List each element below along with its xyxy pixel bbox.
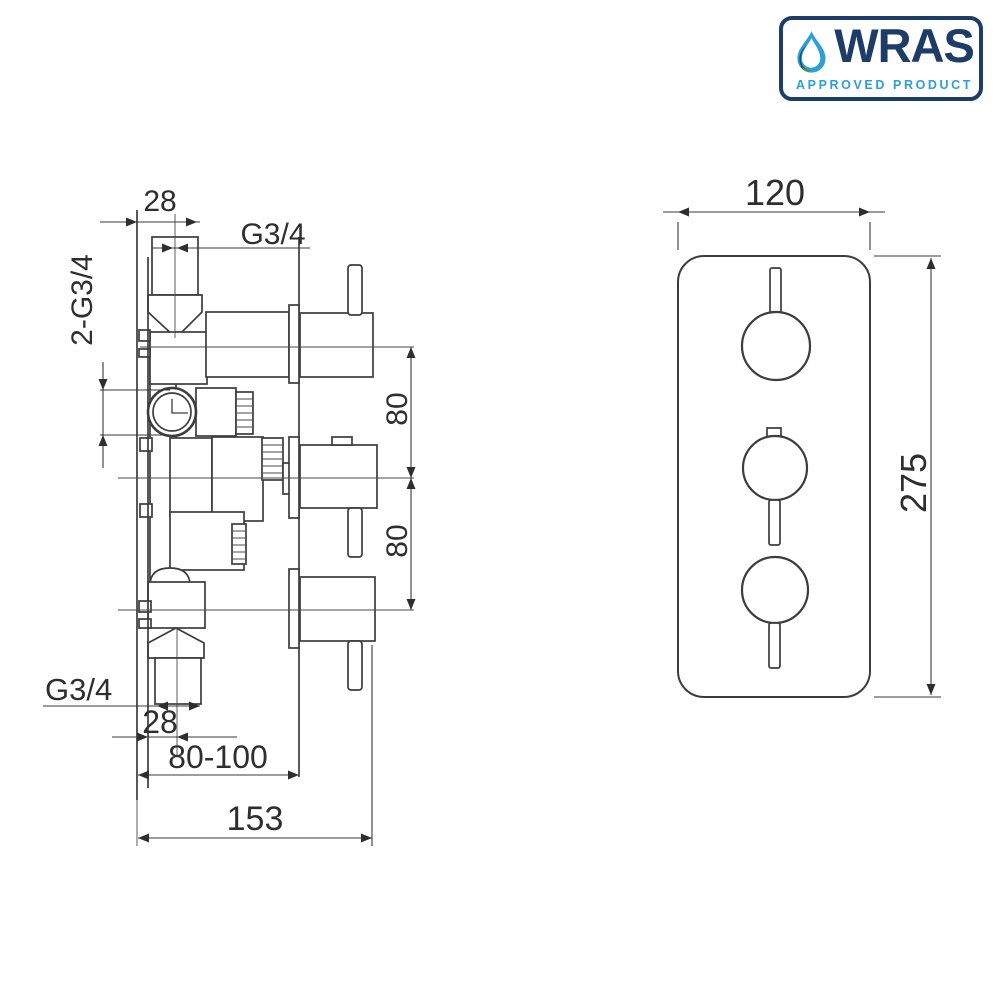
thermostat-cartridge xyxy=(146,386,254,438)
wras-brand-text: WRAS xyxy=(834,19,975,72)
side-view-valve-body xyxy=(118,210,414,846)
wall-fixing-screws xyxy=(138,329,153,629)
knob-bottom xyxy=(740,555,810,669)
top-port-body xyxy=(205,311,290,378)
port-centerlines xyxy=(118,214,414,756)
top-inlet-pipe xyxy=(147,236,208,385)
wras-subtitle-text: APPROVED PRODUCT xyxy=(796,78,974,92)
dim-bottom-inlet-thread: G3/4 xyxy=(45,672,112,707)
wras-approved-badge: WRAS APPROVED PRODUCT xyxy=(779,16,983,101)
knob-middle xyxy=(741,427,809,546)
side-view-dimensions: 28 G3/4 2-G3/4 80 80 G3/4 xyxy=(43,185,416,846)
dim-top-inlet-offset: 28 xyxy=(143,185,176,218)
dim-bottom-inlet-offset: 28 xyxy=(142,704,178,740)
bottom-inlet-pipe xyxy=(147,567,206,705)
dim-overall-depth: 153 xyxy=(227,800,284,838)
dim-port-spacing-lower: 80 xyxy=(381,524,414,557)
front-view-trim-plate xyxy=(677,255,871,698)
dim-top-outlet-thread: G3/4 xyxy=(240,218,305,251)
dim-plate-width: 120 xyxy=(745,172,805,213)
dim-recess-depth-range: 80-100 xyxy=(168,739,268,775)
side-view-handles xyxy=(288,264,378,691)
knob-top xyxy=(740,267,812,382)
trim-plate-outline xyxy=(677,255,871,698)
dim-plate-height: 275 xyxy=(893,453,934,513)
dim-port-spacing-upper: 80 xyxy=(381,392,414,425)
wras-drop-icon xyxy=(797,31,826,73)
front-view-dimensions: 120 275 xyxy=(663,172,941,698)
dim-side-inlets-thread: 2-G3/4 xyxy=(66,254,99,346)
middle-mixer-body xyxy=(169,436,300,571)
